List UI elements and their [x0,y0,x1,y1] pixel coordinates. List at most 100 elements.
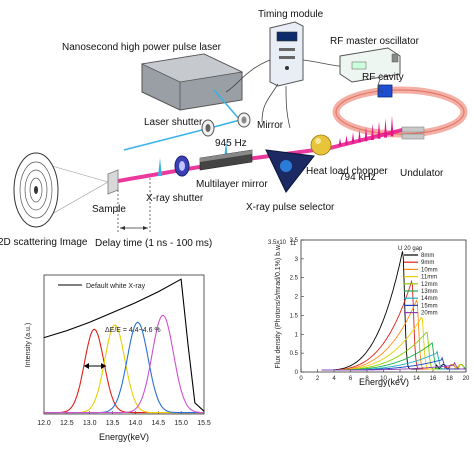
chart2-series [321,251,466,371]
chart2-x-tick: 4 [332,376,336,382]
chart-spectra-multilayer: 12.0 12.5 13.0 13.5 14.0 14.5 15.0 15.5 Default… [25,274,211,442]
chart2-frame [300,239,467,373]
chart2-y-tick: 0 [295,370,299,376]
chart2-y-tick: 3.5 [290,238,299,244]
chart2-x-tick: 20 [463,376,470,382]
pulse-spike [338,138,342,146]
label-delay: Delay time (1 ns - 100 ms) [95,238,212,249]
pulse-spike [371,124,374,140]
laser-shutter [201,119,215,137]
pulse-train-794khz [338,115,394,146]
label-laser-shutter: Laser shutter [144,117,203,128]
chart1-legend: Default white X-ray [86,283,146,290]
chart1-x-tick: 14.0 [129,420,143,427]
sample [107,169,119,195]
chart1-annotation: ΔE/E = 4.4~4.6 % [105,327,161,334]
chart1-series-line [44,314,204,414]
chart2-yscale-exp: 11 [290,241,297,247]
chart1-ylabel: Intensity (a.u.) [25,323,32,367]
chart1-series-line [43,278,205,412]
chart1-width-arrow [84,363,106,369]
label-xray-shutter: X-ray shutter [146,193,204,204]
label-multilayer: Multilayer mirror [196,179,268,190]
chart2-x-tick: 16 [430,376,437,382]
chart2-yscale: 3.5x10 [268,240,287,246]
timing-module [269,21,304,87]
label-945hz: 945 Hz [215,138,247,149]
chart2-x-tick: 10 [380,376,387,382]
chart1-series [43,278,205,414]
chart1-x-ticks: 12.0 12.5 13.0 13.5 14.0 14.5 15.0 15.5 [37,411,211,427]
cable-timing-laser [225,59,271,93]
pulse-spike [358,129,361,143]
chart1-x-tick: 15.5 [197,420,211,427]
chart1-frame [43,274,205,415]
chart2-ylabel: Flux density (Photons/s/mrad/0.1%) b.w. [275,243,282,368]
mirror [237,112,251,128]
chart1-x-tick: 14.5 [151,420,165,427]
chart2-xlabel: Energy(keV) [359,377,409,387]
chart1-x-tick: 15.0 [174,420,188,427]
label-laser: Nanosecond high power pulse laser [62,42,222,53]
chart2-legend-entry: 12mm [421,282,438,288]
chart2-x-tick: 14 [413,376,420,382]
chart2-x-tick: 2 [316,376,320,382]
chart2-legend-entry: 14mm [421,296,438,302]
chart1-xlabel: Energy(keV) [99,432,149,442]
label-sample: Sample [92,204,126,215]
chart2-x-tick: 18 [446,376,453,382]
chart2-series-line [321,361,466,371]
pulse-spike [390,115,394,137]
chart2-x-tick: 0 [299,376,303,382]
chart2-x-tick: 12 [397,376,404,382]
heat-load-chopper [310,134,332,156]
chart2-legend-entry: 13mm [421,289,438,295]
chart2-legend-entry: 10mm [421,267,438,273]
chart2-series-line [321,251,466,371]
multilayer-mirror [199,149,253,171]
laser-beam [123,89,242,151]
label-scattering: 2D scattering Image [0,237,88,248]
rf-master-oscillator [339,47,401,83]
chart2-x-tick: 6 [349,376,353,382]
chart2-y-tick: 3 [295,257,299,263]
label-pulse-selector: X-ray pulse selector [246,202,335,213]
chart2-legend-entry: 11mm [421,275,437,281]
beamline-schematic: Timing module RF master oscillator RF ca… [0,9,468,249]
chart1-x-tick: 12.0 [37,420,51,427]
label-794khz: 794 kHz [339,172,376,183]
pulse-spike [345,135,348,145]
label-mirror: Mirror [257,120,284,131]
chart1-x-tick: 12.5 [60,420,74,427]
pulse-spike [377,121,381,139]
chart2-y-tick: 1 [295,332,299,338]
label-undulator: Undulator [400,168,444,179]
label-rf-oscillator: RF master oscillator [330,36,420,47]
label-rf-cavity: RF cavity [362,72,404,83]
pulse-spike [351,132,355,144]
xray-shutter [174,155,190,177]
chart2-y-tick: 2 [295,295,299,301]
undulator [401,126,425,140]
pulse-spike [364,126,368,142]
chart2-y-tick: 0.5 [290,351,299,357]
delay-bracket [117,178,151,232]
chart2-legend-entry: 20mm [421,311,438,317]
chart1-x-tick: 13.5 [106,420,120,427]
pulse-spike [158,158,162,176]
chart2-legend-entry: 9mm [421,260,434,266]
label-timing-module: Timing module [258,9,324,20]
chart2-legend-entry: 8mm [421,253,434,259]
scattering-detector [13,152,59,228]
chart2-legend-title: U 20 gap [398,246,423,252]
laser-box [140,53,244,111]
chart2-x-tick: 8 [365,376,369,382]
rf-cavity [377,84,393,98]
chart1-x-tick: 13.0 [83,420,97,427]
pulse-spike [384,118,387,138]
chart2-y-tick: 1.5 [290,313,299,319]
